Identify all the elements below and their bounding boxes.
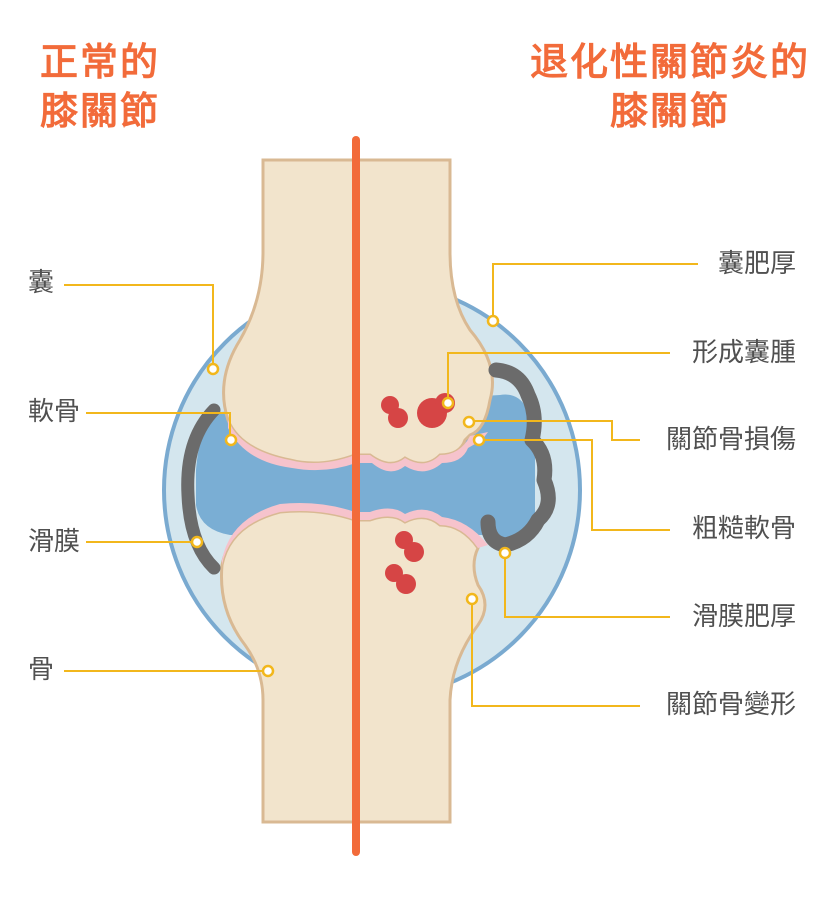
title-normal-line-2: 膝關節	[40, 89, 161, 134]
title-normal-knee: 正常的 膝關節	[40, 38, 160, 137]
leader-capsule	[64, 284, 214, 368]
label-rough-cartilage: 粗糙軟骨	[691, 514, 796, 544]
marker-dot	[190, 535, 204, 549]
synovium-normal	[181, 403, 221, 575]
marker-dot	[472, 433, 486, 447]
label-cartilage: 軟骨	[28, 397, 81, 427]
cyst	[396, 574, 416, 594]
leader-cartilage	[86, 412, 231, 438]
title-normal-line-1: 正常的	[40, 40, 161, 84]
label-capsule-thickening: 囊肥厚	[717, 249, 796, 279]
leader-synovial-thickening	[504, 553, 670, 618]
cysts	[381, 393, 455, 594]
leader-bone-damage	[470, 420, 640, 441]
leader-cyst-formation	[447, 352, 670, 401]
marker-dot	[441, 396, 455, 410]
leader-capsule-thickening	[492, 263, 698, 320]
label-synovium: 滑膜	[28, 527, 81, 557]
title-arthritis-line-1: 退化性關節炎的	[529, 40, 810, 84]
title-arthritis-line-2: 膝關節	[609, 89, 730, 134]
leader-lines	[64, 263, 698, 707]
marker-dot	[206, 362, 220, 376]
marker-dot	[498, 546, 512, 560]
leader-bone-deformity	[471, 600, 640, 707]
marker-dot	[224, 433, 238, 447]
title-arthritis-knee: 退化性關節炎的 膝關節	[520, 38, 820, 137]
label-bone: 骨	[28, 655, 55, 685]
marker-dot	[261, 664, 275, 678]
marker-dots	[190, 314, 512, 678]
label-synovial-thickening: 滑膜肥厚	[691, 602, 796, 632]
marker-dot	[465, 592, 479, 606]
cyst	[404, 542, 424, 562]
label-cyst-formation: 形成囊腫	[691, 338, 796, 368]
cyst	[388, 408, 408, 428]
marker-dot	[486, 314, 500, 328]
marker-dot	[462, 415, 476, 429]
label-bone-deformity: 關節骨變形	[665, 690, 796, 720]
label-capsule: 囊	[28, 268, 55, 298]
label-bone-damage: 關節骨損傷	[665, 425, 796, 455]
synovium-thickened	[480, 362, 556, 553]
leader-rough-cartilage	[480, 439, 670, 531]
